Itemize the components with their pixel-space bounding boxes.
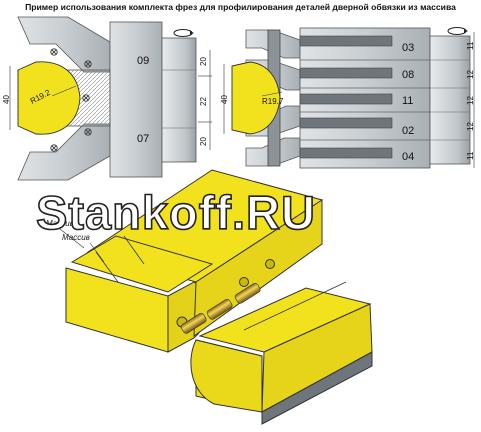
right-label-04: 04: [402, 151, 414, 163]
right-dim-4: 12: [466, 122, 475, 131]
right-radius-label: R19.7: [262, 97, 284, 106]
right-label-08: 08: [402, 69, 414, 81]
right-yellow-profile: [231, 61, 281, 135]
left-cutter-assembly: 40 R19.2 09 07 20 22 20: [2, 16, 212, 181]
right-rotation-arrow-icon: [447, 27, 468, 35]
workpiece-label: Массив: [62, 233, 90, 242]
workpiece-right: [190, 281, 373, 425]
left-height-label: 40: [2, 95, 11, 104]
watermark: Stankoff.RU: [35, 185, 316, 240]
left-rotation-arrow-icon: [173, 29, 194, 37]
right-cutter-assembly: 40 R19.7 03 08 11 02 04 11 12 12 12 11: [220, 27, 475, 169]
workpiece-label-2: Массив: [46, 219, 74, 228]
left-hub: [109, 21, 163, 178]
left-dim-2: 22: [199, 97, 208, 106]
right-dim-1: 11: [466, 41, 475, 50]
left-shaft: [161, 37, 197, 163]
page-title: Пример использования комплекта фрез для …: [25, 2, 456, 12]
right-label-11: 11: [402, 95, 413, 107]
right-dim-5: 11: [466, 151, 475, 160]
dowels: [180, 283, 261, 334]
left-yellow-profile: [17, 61, 81, 135]
left-label-07: 07: [137, 133, 149, 145]
right-height-label: 40: [220, 95, 229, 104]
workpiece-left: [65, 169, 324, 353]
left-dim-3: 20: [199, 137, 208, 146]
left-label-09: 09: [137, 55, 149, 67]
right-dim-3: 12: [466, 96, 475, 105]
right-label-02: 02: [402, 125, 414, 137]
right-bores: [299, 35, 393, 159]
watermark-text: Stankoff.RU: [36, 186, 316, 239]
right-dim-2: 12: [466, 70, 475, 79]
right-label-03: 03: [402, 42, 414, 54]
left-screw-icons: [50, 48, 92, 152]
right-shaft: [429, 35, 471, 165]
left-dim-1: 20: [199, 57, 208, 66]
